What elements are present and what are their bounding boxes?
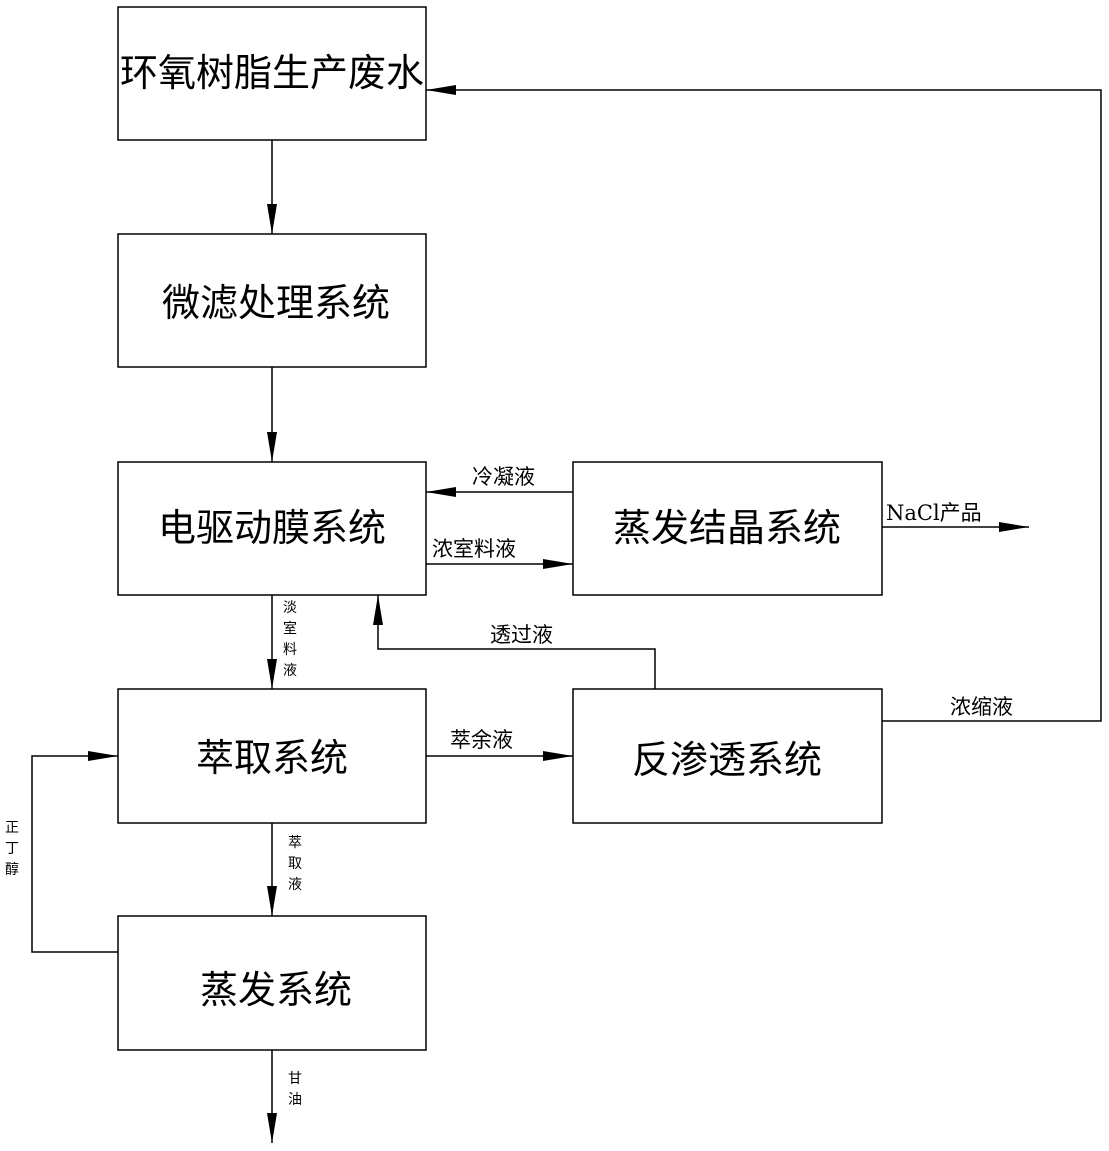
svg-text:淡: 淡 <box>283 600 297 616</box>
label-raffinate: 萃余液 <box>450 728 513 752</box>
node-evaporation-label: 蒸发系统 <box>200 968 352 1012</box>
node-evaporation: 蒸发系统 <box>117 915 427 1051</box>
svg-text:液: 液 <box>283 663 297 679</box>
node-microfiltration-label: 微滤处理系统 <box>162 281 390 325</box>
arrow-ro-concentrate <box>426 85 1102 722</box>
label-dilute-feed: 淡 室 料 液 <box>283 600 297 679</box>
node-electrodialysis: 电驱动膜系统 <box>117 461 427 596</box>
svg-text:丁: 丁 <box>5 841 19 857</box>
label-concentrate-feed: 浓室料液 <box>432 537 516 561</box>
label-ro-concentrate: 浓缩液 <box>950 695 1013 719</box>
svg-text:油: 油 <box>288 1092 302 1108</box>
node-wastewater: 环氧树脂生产废水 <box>117 6 427 141</box>
label-extract: 萃 取 液 <box>288 835 302 893</box>
node-wastewater-label: 环氧树脂生产废水 <box>120 51 424 95</box>
node-electrodialysis-label: 电驱动膜系统 <box>158 506 386 550</box>
node-evap-crystal: 蒸发结晶系统 <box>572 461 883 596</box>
svg-text:醇: 醇 <box>5 861 19 878</box>
node-reverse-osmosis-label: 反渗透系统 <box>632 738 822 782</box>
node-evap-crystal-label: 蒸发结晶系统 <box>613 506 841 550</box>
label-butanol: 正 丁 醇 <box>5 820 19 878</box>
svg-text:料: 料 <box>283 642 297 658</box>
svg-text:萃: 萃 <box>288 835 302 851</box>
svg-text:取: 取 <box>288 856 302 872</box>
svg-text:室: 室 <box>283 620 297 637</box>
svg-text:液: 液 <box>288 877 302 893</box>
node-extraction: 萃取系统 <box>117 688 427 824</box>
node-microfiltration: 微滤处理系统 <box>117 233 427 368</box>
svg-text:正: 正 <box>5 820 19 836</box>
arrow-permeate <box>373 595 656 689</box>
node-reverse-osmosis: 反渗透系统 <box>572 688 883 824</box>
svg-text:甘: 甘 <box>288 1071 302 1087</box>
label-nacl-product: NaCl产品 <box>886 501 982 525</box>
label-permeate: 透过液 <box>490 623 553 647</box>
label-condensate: 冷凝液 <box>472 465 535 489</box>
node-extraction-label: 萃取系统 <box>196 736 348 780</box>
arrow-butanol-recycle <box>31 751 118 953</box>
label-glycerol: 甘 油 <box>288 1071 302 1108</box>
